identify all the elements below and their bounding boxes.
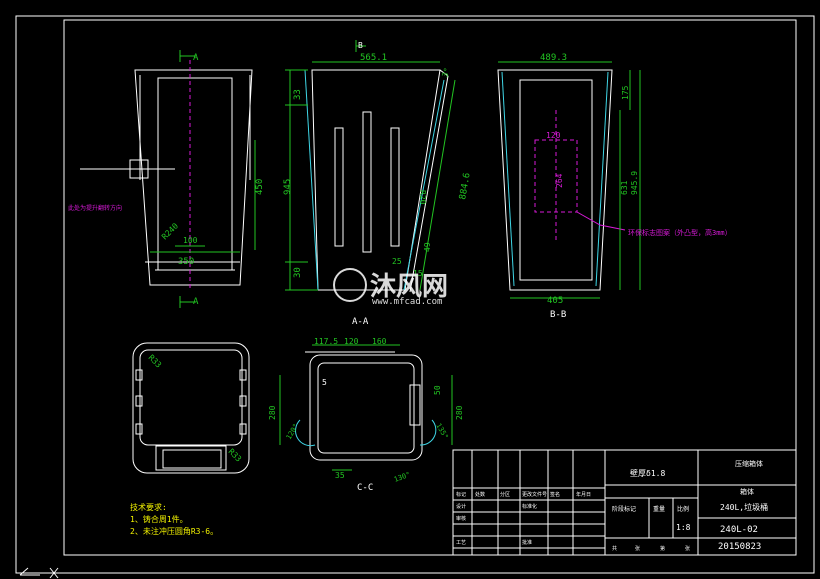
watermark: 沐风网 www.mfcad.com: [333, 268, 448, 307]
dim-160: 160: [372, 337, 387, 346]
plan-view-left: [132, 342, 250, 474]
dim-30: 30: [293, 267, 303, 278]
view-cc-label: C-C: [357, 483, 373, 493]
section-bb-view: [497, 69, 626, 291]
front-view-dims: [150, 50, 256, 308]
tb-company: 压缩箱体: [735, 459, 763, 468]
view-aa-label: A-A: [352, 317, 369, 327]
section-a-bottom: A: [193, 297, 199, 307]
section-a-top: A: [193, 53, 199, 63]
dim-117: 117.5: [314, 337, 338, 346]
watermark-brand: 沐风网: [370, 272, 448, 302]
tb-part-name: 240L,垃圾桶: [720, 502, 768, 512]
dim-631: 631: [620, 180, 629, 195]
tb-col-3: 张: [685, 545, 690, 552]
tb-row-8: 审核: [456, 515, 466, 522]
dim-350: 350: [178, 257, 194, 267]
dim-r20: R20: [418, 190, 427, 205]
dim-405: 405: [547, 296, 563, 306]
dim-35: 35: [335, 471, 345, 480]
tb-row-6: 设计: [456, 503, 466, 510]
tb-scale: 1:8: [676, 523, 691, 532]
tb-part-label: 箱体: [740, 487, 754, 496]
left-note: 此处为提升翻转方向: [68, 204, 122, 212]
tech-line2: 2、未注冲压圆角R3-6。: [130, 526, 218, 536]
dim-r33-b: R33: [227, 447, 244, 464]
section-aa-dims: [285, 40, 456, 291]
tb-col-0: 共: [612, 545, 617, 552]
tb-weight: 重量: [653, 505, 665, 513]
section-b-top: B: [358, 41, 363, 50]
dim-280-left: 280: [268, 405, 277, 420]
tb-date: 20150823: [718, 542, 761, 552]
tb-scale-label: 比例: [677, 505, 689, 513]
dim-15: 15: [413, 269, 423, 278]
dim-100: 100: [183, 236, 198, 245]
tb-row-3: 更改文件号: [522, 491, 547, 498]
plan-view-cc: [295, 351, 437, 461]
section-aa-view: [304, 69, 449, 293]
title-block: [452, 449, 797, 556]
tb-drawing-no: 240L-02: [720, 525, 758, 535]
tech-title: 技术要求:: [130, 502, 167, 512]
dim-120-rect: 120: [546, 131, 561, 140]
tb-material: 壁厚δ1.8: [630, 468, 665, 478]
tb-stage: 阶段标记: [612, 505, 636, 513]
outer-border: [15, 15, 815, 574]
tb-row-7: 标准化: [522, 503, 537, 510]
dim-r33: R33: [147, 353, 164, 370]
plan-cc-dims: [279, 344, 453, 471]
tb-row-4: 签名: [550, 491, 560, 498]
front-view: [80, 60, 253, 290]
tb-col-2: 第: [660, 545, 665, 552]
dim-264: 264: [555, 173, 564, 188]
tb-row-5: 年月日: [576, 491, 591, 498]
tb-col-1: 张: [635, 545, 640, 552]
view-bb-label: B-B: [550, 310, 566, 320]
dim-120: 120: [344, 337, 359, 346]
tech-line1: 1、铸合周1件。: [130, 514, 188, 524]
dim-3deg: 3°: [440, 67, 452, 79]
dim-489: 489.3: [540, 53, 567, 63]
dim-r240: R240: [160, 221, 180, 241]
dim-945: 945: [283, 179, 293, 195]
dim-884: 884.6: [458, 172, 473, 200]
dim-450: 450: [255, 179, 265, 195]
dim-280-right: 280: [455, 405, 464, 420]
dim-175: 175: [621, 85, 630, 100]
tb-row-0: 标记: [456, 491, 466, 498]
section-bb-dims: [498, 61, 641, 299]
dim-945-9: 945.9: [630, 171, 639, 195]
eco-annotation: 环保标志图案（外凸型，高3mm）: [628, 228, 732, 237]
tb-row-1: 处数: [475, 491, 485, 498]
dim-565: 565.1: [360, 53, 387, 63]
tb-row-2: 分区: [500, 491, 510, 498]
tb-row-10: 批准: [522, 539, 532, 546]
dim-5: 5: [322, 378, 327, 387]
inner-border: [63, 19, 797, 556]
dim-50: 50: [433, 385, 442, 395]
watermark-url: www.mfcad.com: [372, 297, 442, 307]
dim-25: 25: [392, 257, 402, 266]
dim-135deg: 135°: [434, 422, 449, 441]
ucs-icon: [19, 567, 59, 579]
dim-33: 33: [293, 89, 303, 100]
dim-49: 49: [423, 242, 432, 252]
tb-row-9: 工艺: [456, 540, 466, 546]
dim-130deg: 130°: [393, 471, 412, 484]
